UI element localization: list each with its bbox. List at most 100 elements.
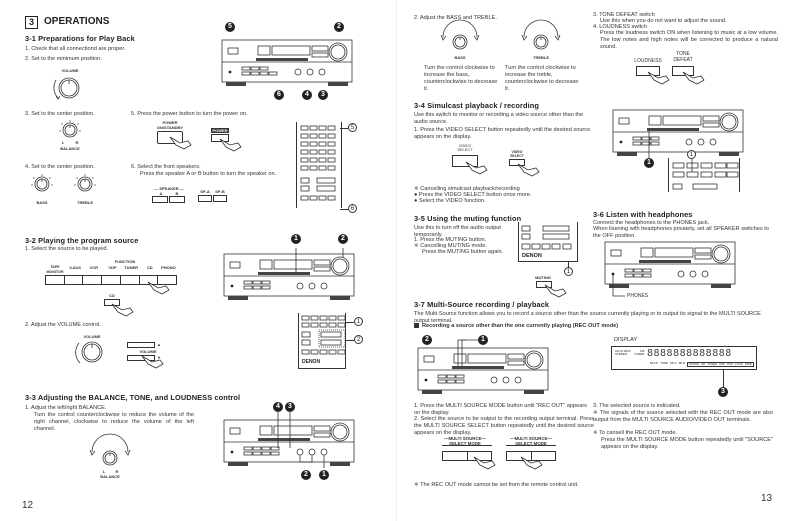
s33-step4: 4. LOUDNESS switch — [593, 24, 648, 30]
callout-circle: 1 — [564, 267, 573, 276]
source-label: CD — [146, 265, 153, 270]
s32-step2: 2. Adjust the VOLUME control. — [25, 322, 101, 328]
indicator-fm: FM — [640, 349, 645, 353]
cd-remote-button[interactable] — [104, 299, 120, 306]
callout-badge: 2 — [334, 22, 344, 32]
bass-knob-label: BASS — [36, 200, 48, 205]
callout-circle: 1 — [687, 150, 696, 159]
s37-intro: The Multi-Source function allows you to … — [414, 311, 761, 325]
hand-pointer-icon — [465, 161, 488, 175]
function-button-vdp[interactable] — [102, 276, 121, 284]
callout-badge: 2 — [422, 335, 432, 345]
speaker-a-button[interactable] — [152, 196, 168, 203]
page-number: 13 — [761, 493, 773, 504]
callout-circle: 6 — [348, 204, 357, 213]
s35-cancel-desc: Press the MUTING button again. — [422, 249, 504, 255]
s33-step1: 1. Adjust the left/right BALANCE. — [25, 405, 107, 411]
s34-step1: 1. Press the VIDEO SELECT button repeate… — [414, 127, 591, 141]
loudness-label: LOUDNESS — [634, 58, 662, 64]
spb-remote-button[interactable] — [213, 195, 227, 202]
callout-badge: 4 — [302, 90, 312, 100]
video-select-remote-button[interactable] — [509, 159, 525, 166]
hand-pointer-icon — [219, 138, 242, 152]
balance-knob-icon — [89, 433, 131, 466]
volume-knob-label: VOLUME — [61, 68, 79, 73]
bass-description: Turn the control clockwise to increase t… — [424, 65, 498, 93]
indicator-tuner: TUNER — [634, 352, 645, 357]
spa-remote-label: SP-A — [200, 189, 210, 194]
s35-intro: Use this to turn off the audio output te… — [414, 225, 501, 239]
loudness-button[interactable] — [636, 66, 660, 76]
s35-step1: 1. Press the MUTING button. — [414, 237, 487, 243]
muting-remote-button[interactable] — [536, 281, 552, 288]
display-indicators-mid: FM TUNER — [634, 349, 645, 357]
indicator: TAPE — [744, 362, 752, 366]
indicator: SP-B — [678, 361, 685, 365]
receiver-diagram-5 — [603, 238, 738, 298]
receiver-diagram-2 — [222, 244, 357, 304]
page-number: 12 — [22, 500, 34, 511]
spa-remote-button[interactable] — [198, 195, 212, 202]
indicator: VDP — [718, 362, 725, 366]
indicator: MULTI — [650, 361, 659, 365]
s32-step1: 1. Select the source to be played. — [25, 246, 109, 252]
function-button-cd[interactable] — [140, 276, 159, 284]
function-button-vaux[interactable] — [65, 276, 84, 284]
video-select-remote-label: VIDEO SELECT — [510, 150, 524, 158]
source-label: V.AUX — [69, 265, 82, 270]
source-indicator-group: PHONO CD TUNER VDP VCR V.AUX TAPE — [686, 362, 754, 367]
multi-source-select-button[interactable] — [443, 452, 468, 460]
s37-step1: 1. Press the MULTI SOURCE MODE button un… — [414, 403, 587, 417]
balance-r-label: R — [75, 140, 79, 145]
section-3-2-title: 3-2 Playing the program source — [25, 236, 139, 245]
remote-control-diagram-2: DENON — [298, 313, 346, 369]
receiver-diagram-4 — [611, 100, 746, 160]
function-button-tuner[interactable] — [121, 276, 140, 284]
multi-source-select-button[interactable] — [507, 452, 532, 460]
speaker-b-button[interactable] — [169, 196, 185, 203]
volume-down-remote-button[interactable] — [127, 355, 155, 361]
divider-line — [442, 445, 492, 446]
speaker-label: — SPEAKER — — [154, 186, 184, 191]
treble-knob-icon — [74, 174, 96, 192]
receiver-diagram-3 — [222, 410, 357, 470]
s33-step1-desc: Turn the control counterclockwise to red… — [34, 412, 194, 433]
indicator-stereo: STEREO — [615, 352, 628, 357]
power-button[interactable] — [157, 131, 183, 144]
s35-cancel: ※ Cancelling MUTING mode. — [414, 243, 488, 249]
multi-source-label-2: —MULTI SOURCE— SELECT MODE — [510, 436, 552, 446]
function-button-vcr[interactable] — [83, 276, 103, 284]
display-title: DISPLAY — [614, 337, 638, 343]
callout-leader — [723, 369, 724, 388]
callout-badge: 3 — [285, 402, 295, 412]
remote-control-diagram-4: DENON — [518, 222, 578, 262]
indicator: CD — [701, 362, 706, 366]
video-select-button[interactable] — [452, 155, 478, 167]
muting-label: MUTING — [535, 275, 551, 280]
s34-intro: Use this switch to monitor or recording … — [414, 112, 584, 126]
section-3-3-title: 3-3 Adjusting the BALANCE, TONE, and LOU… — [25, 393, 241, 402]
arrow-up-icon: ▲ — [157, 342, 161, 347]
phones-label: PHONES — [627, 293, 649, 299]
tone-defeat-button[interactable] — [672, 66, 694, 76]
remote-brand-logo: DENON — [302, 359, 321, 365]
s37-note-remote: ※ The REC OUT mode cannot be set from th… — [414, 482, 579, 488]
s33-step3-desc: Use this when you do not want to adjust … — [600, 18, 727, 24]
s31-step1: 1. Check that all connectiond are proper… — [25, 46, 126, 52]
power-remote-button[interactable] — [211, 134, 229, 142]
speaker-b-label: B — [175, 191, 179, 196]
section-3-6-title: 3-6 Listen with headphones — [593, 210, 693, 219]
hand-pointer-icon — [647, 71, 670, 85]
s37-subhead: Recording a source other than the one cu… — [414, 323, 618, 330]
s37-subhead-text: Recording a source other than the one cu… — [422, 323, 619, 329]
callout-leader — [346, 322, 354, 323]
function-button-tape-monitor[interactable] — [46, 276, 65, 284]
s37-note2-desc: Press the MULTI SOURCE MODE button repea… — [601, 437, 773, 451]
bass-knob-icon — [31, 174, 53, 192]
divider-line — [506, 445, 556, 446]
volume-up-remote-button[interactable] — [127, 342, 155, 348]
s37-note2: ※ To cansell the REC OUT mode. — [593, 430, 678, 436]
hand-pointer-icon — [473, 456, 496, 470]
s37-step2: 2. Select the source to be output to the… — [414, 416, 594, 437]
indicator: SP-A — [669, 361, 677, 365]
